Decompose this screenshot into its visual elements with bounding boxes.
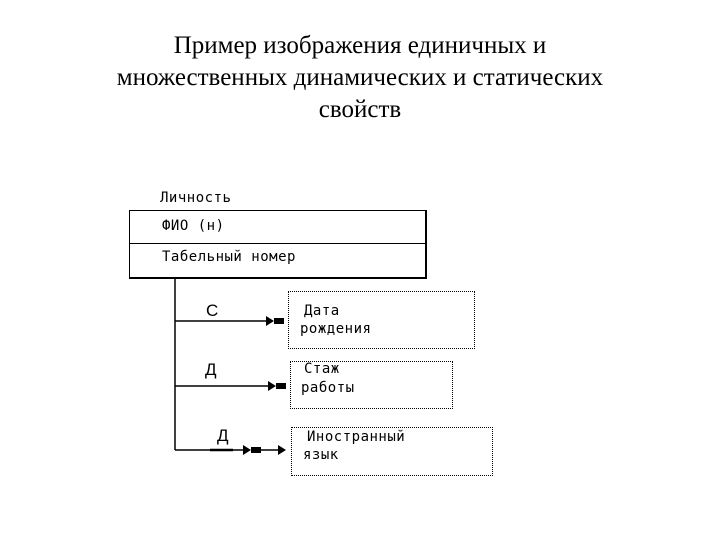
entity-attribute-fio: ФИО (н) (162, 218, 225, 234)
entity-separator (130, 243, 426, 244)
property-box-birthdate (288, 291, 475, 349)
property-birthdate-line2: рождения (300, 321, 372, 337)
arrow-head-1 (266, 316, 274, 326)
property-birthdate-line1: Дата (304, 303, 340, 319)
property-box-language (291, 427, 493, 476)
title-line-1: Пример изображения единичных и (173, 32, 547, 59)
title-line-2: множественных динамических и статических (116, 64, 604, 91)
arrow-foot-1 (274, 318, 284, 324)
property-language-line1: Иностранный (307, 429, 406, 445)
entity-attribute-tab-number: Табельный номер (162, 249, 296, 265)
entity-box (129, 210, 427, 279)
property-experience-line1: Стаж (304, 361, 340, 377)
arrow-head-3 (243, 445, 251, 455)
property-experience-line2: работы (301, 380, 355, 396)
marker-dynamic-language: Д (217, 426, 229, 445)
slide-title: Пример изображения единичных и множестве… (40, 30, 680, 126)
title-line-3: свойств (318, 96, 402, 123)
arrow-head-3b (278, 445, 286, 455)
property-box-experience (290, 361, 453, 409)
entity-name: Личность (160, 190, 232, 206)
arrow-foot-2 (276, 383, 286, 389)
arrow-head-2 (268, 381, 276, 391)
arrow-foot-3 (251, 447, 261, 453)
property-language-line2: язык (303, 447, 339, 463)
marker-static-birthdate: С (206, 301, 219, 320)
marker-dynamic-experience: Д (205, 360, 217, 379)
